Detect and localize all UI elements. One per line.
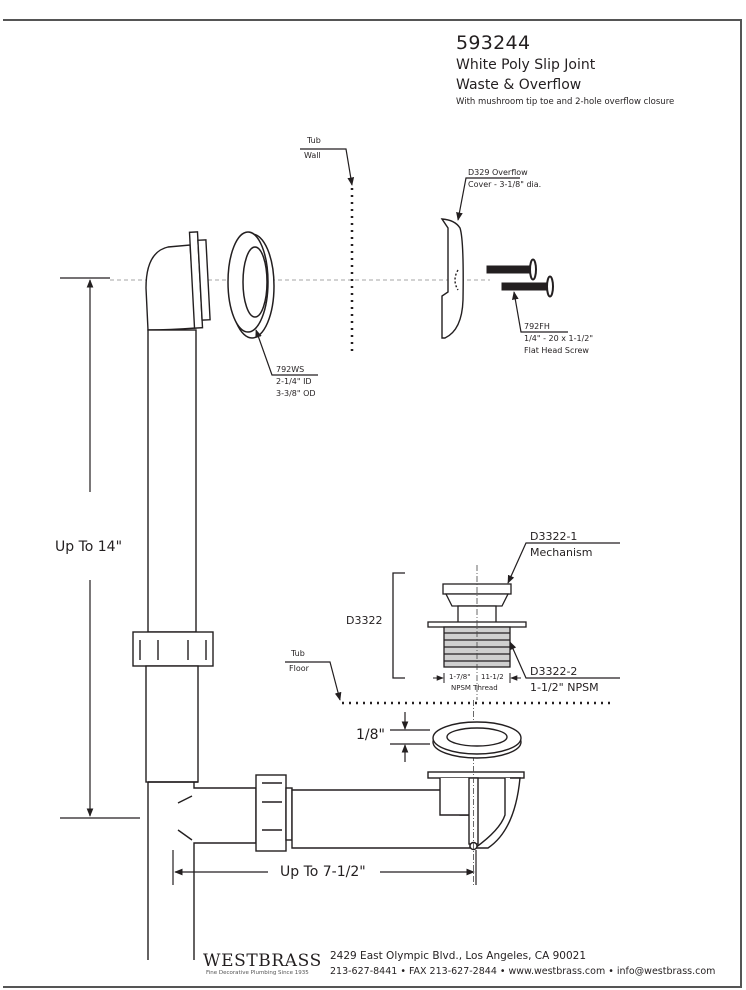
overflow-cover: [440, 218, 464, 339]
waste-pipe: [255, 774, 471, 852]
body-label-2: 1-1/2" NPSM: [530, 681, 599, 694]
mechanism-label-1: D3322-1: [530, 530, 578, 543]
brand-tagline: Fine Decorative Plumbing Since 1935: [206, 970, 309, 976]
overflow-cover-label-1: D329 Overflow: [468, 168, 528, 177]
thread-dim-arrows: [433, 673, 521, 683]
brand-logo: WESTBRASS: [203, 951, 322, 971]
washer-leader: [255, 329, 318, 376]
tub-wall-label-1: Tub: [307, 136, 321, 145]
height-dimension: [60, 277, 140, 819]
screw-label-1: 792FH: [524, 322, 550, 331]
part-number: 593244: [456, 32, 531, 54]
overflow-cover-label-2: Cover - 3-1/8" dia.: [468, 180, 542, 189]
drain-mechanism: [427, 565, 527, 700]
screw-label-3: Flat Head Screw: [524, 346, 589, 355]
tub-wall-label-2: Wall: [304, 151, 321, 160]
footer-contact: 213-627-8441 • FAX 213-627-2844 • www.we…: [330, 966, 716, 977]
product-title-line2: Waste & Overflow: [456, 77, 582, 93]
gasket-thickness-label: 1/8": [356, 727, 385, 743]
gasket-thickness-dim: [390, 712, 430, 762]
washer-792ws: [227, 231, 275, 339]
body-label-1: D3322-2: [530, 665, 578, 678]
length-dim-label: Up To 7-1/2": [280, 864, 366, 880]
mechanism-label-2: Mechanism: [530, 546, 593, 559]
product-subtitle: With mushroom tip toe and 2-hole overflo…: [456, 97, 675, 107]
overflow-tube: [132, 329, 214, 783]
floor-gasket: [432, 721, 522, 759]
washer-label-3: 3-3/8" OD: [276, 389, 316, 398]
thread-dim-right: 11-1/2: [481, 673, 504, 681]
washer-label-1: 792WS: [276, 365, 305, 374]
tub-floor-label-1: Tub: [291, 649, 305, 658]
body-leader: [509, 641, 620, 679]
washer-label-2: 2-1/4" ID: [276, 377, 312, 386]
length-dimension: [172, 850, 477, 885]
screw-label-2: 1/4" - 20 x 1-1/2": [524, 334, 594, 343]
drawing-border: [3, 19, 742, 988]
tub-floor-leader: [285, 661, 342, 701]
assembly-label: D3322: [346, 614, 383, 627]
tub-floor-label-2: Floor: [289, 664, 309, 673]
d3322-bracket: [392, 572, 405, 679]
tub-wall-leader: [300, 148, 355, 186]
product-title-line1: White Poly Slip Joint: [456, 57, 596, 73]
screw-leader: [511, 291, 568, 333]
waste-tee: [147, 781, 257, 960]
flat-head-screws: [486, 258, 554, 298]
height-dim-label: Up To 14": [55, 539, 123, 555]
overflow-cover-leader: [456, 177, 520, 221]
thread-dim-left: 1-7/8": [449, 673, 471, 681]
thread-label: NPSM Thread: [451, 684, 498, 692]
overflow-elbow: [145, 231, 211, 331]
footer-address: 2429 East Olympic Blvd., Los Angeles, CA…: [330, 950, 587, 962]
mechanism-leader: [507, 542, 620, 584]
